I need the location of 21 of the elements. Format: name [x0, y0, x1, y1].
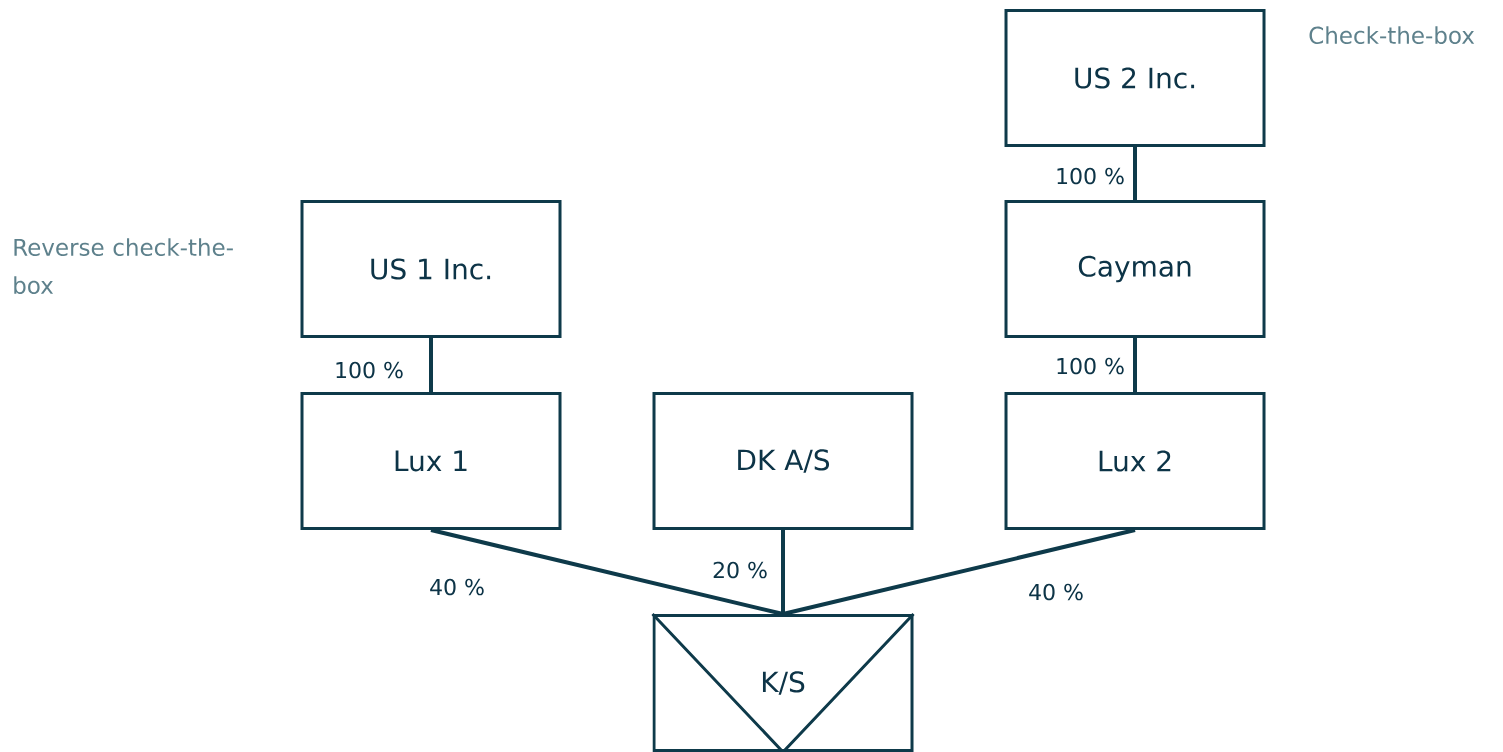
entity-box: Cayman: [1004, 200, 1266, 338]
edge-label: 40 %: [1029, 583, 1083, 601]
connector-line: [429, 338, 433, 392]
note-text: Reverse check-the-box: [14, 238, 233, 294]
connector-line: [1133, 338, 1137, 392]
envelope-box: K/S: [651, 612, 915, 752]
entity-box: Lux 1: [300, 392, 562, 530]
entity-box: US 2 Inc.: [1004, 9, 1266, 147]
entity-box: DK A/S: [652, 392, 914, 530]
entity-box: Lux 2: [1004, 392, 1266, 530]
connector-line: [1133, 147, 1137, 200]
edge-label: 100 %: [336, 361, 403, 379]
edge-label: 20 %: [713, 561, 767, 579]
entity-box: US 1 Inc.: [300, 200, 562, 338]
edge-label: 100 %: [1057, 357, 1124, 375]
edge-label: 40 %: [430, 578, 484, 596]
note-text: Check-the-box: [1309, 26, 1475, 44]
connector-line: [781, 530, 785, 614]
edge-label: 100 %: [1057, 167, 1124, 185]
connector-line: [782, 528, 1136, 616]
connector-line: [430, 528, 784, 616]
